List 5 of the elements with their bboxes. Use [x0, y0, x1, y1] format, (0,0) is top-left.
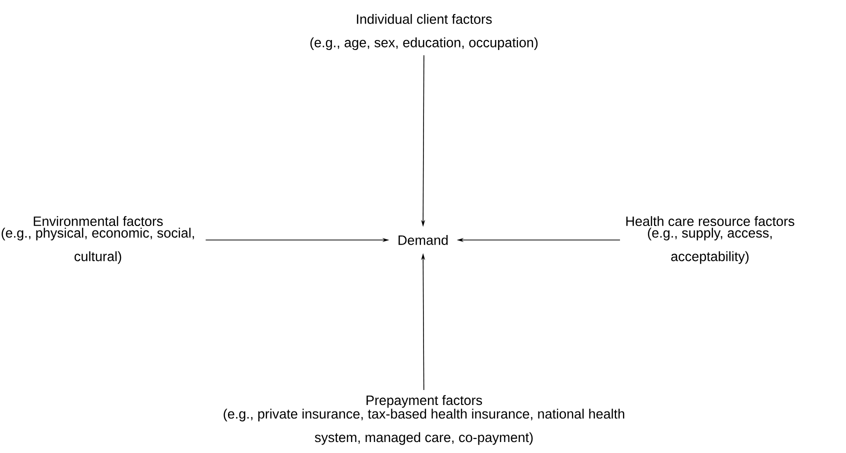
demand-label: Demand — [398, 235, 448, 245]
factor-label: Health care resource factors (e.g., supply, access, acceptability) — [626, 216, 794, 264]
factor-label: Environmental factors (e.g., physical, economic, social, cultural) — [2, 216, 194, 264]
factor-label: Individual client factors (e.g., age, sex, education, occupation) — [310, 14, 538, 50]
factor-label: Prepayment factors (e.g., private insurance, tax-based health insurance, national health system, managed care, co-payment) — [224, 395, 624, 445]
